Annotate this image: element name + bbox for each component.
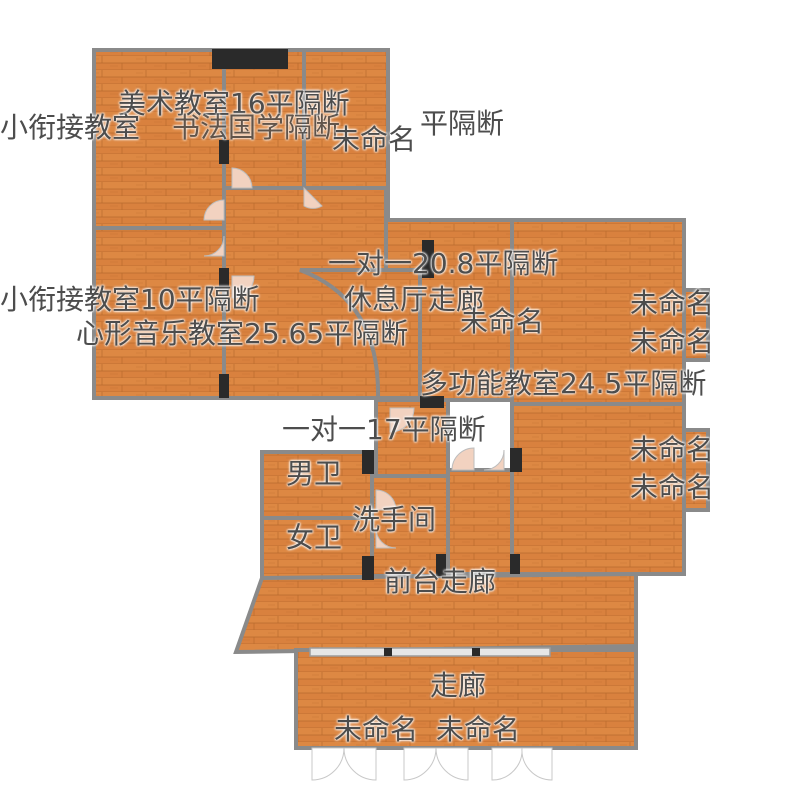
pillar-e	[420, 396, 444, 408]
pillar-d	[422, 240, 434, 278]
door-swing-3	[203, 235, 225, 257]
pillar-a	[219, 140, 229, 164]
room-front-corridor	[233, 571, 638, 655]
window-strip	[309, 647, 551, 657]
room-art	[92, 48, 226, 230]
room-multi	[510, 402, 686, 576]
room-mens	[260, 450, 374, 520]
room-right-wing-2	[682, 428, 710, 512]
room-calligraphy	[222, 48, 306, 190]
room-passage	[446, 468, 514, 576]
door-swing-10	[375, 527, 397, 549]
entrance-door-4	[435, 747, 469, 781]
pillar-f	[362, 450, 374, 474]
door-swing-1	[231, 167, 253, 189]
pillar-l	[472, 648, 480, 656]
door-swing-5	[231, 275, 255, 299]
room-womens	[260, 516, 374, 580]
pillar-g	[510, 448, 522, 472]
entrance-door-6	[521, 747, 553, 781]
door-swing-8	[483, 449, 505, 471]
pillar-h	[362, 556, 374, 580]
pillar-b	[219, 268, 229, 290]
entrance-door-1	[311, 747, 345, 781]
door-swing-4	[303, 186, 323, 209]
pillar-i	[436, 554, 446, 576]
room-right-wing	[682, 288, 710, 362]
door-swing-7	[451, 447, 475, 471]
entrance-door-2	[343, 747, 377, 781]
room-corridor	[294, 648, 638, 750]
door-swing-9	[375, 489, 397, 511]
door-swing-2	[203, 199, 225, 221]
pillar-top	[212, 49, 288, 69]
pillar-c	[219, 374, 229, 398]
room-bridge-left	[92, 226, 226, 400]
door-swing-6	[389, 407, 415, 433]
room-right-top	[510, 218, 686, 406]
room-rest-hall	[299, 268, 422, 400]
pillar-j	[510, 554, 520, 574]
entrance-door-3	[403, 747, 437, 781]
pillar-k	[384, 648, 392, 656]
entrance-door-5	[491, 747, 523, 781]
